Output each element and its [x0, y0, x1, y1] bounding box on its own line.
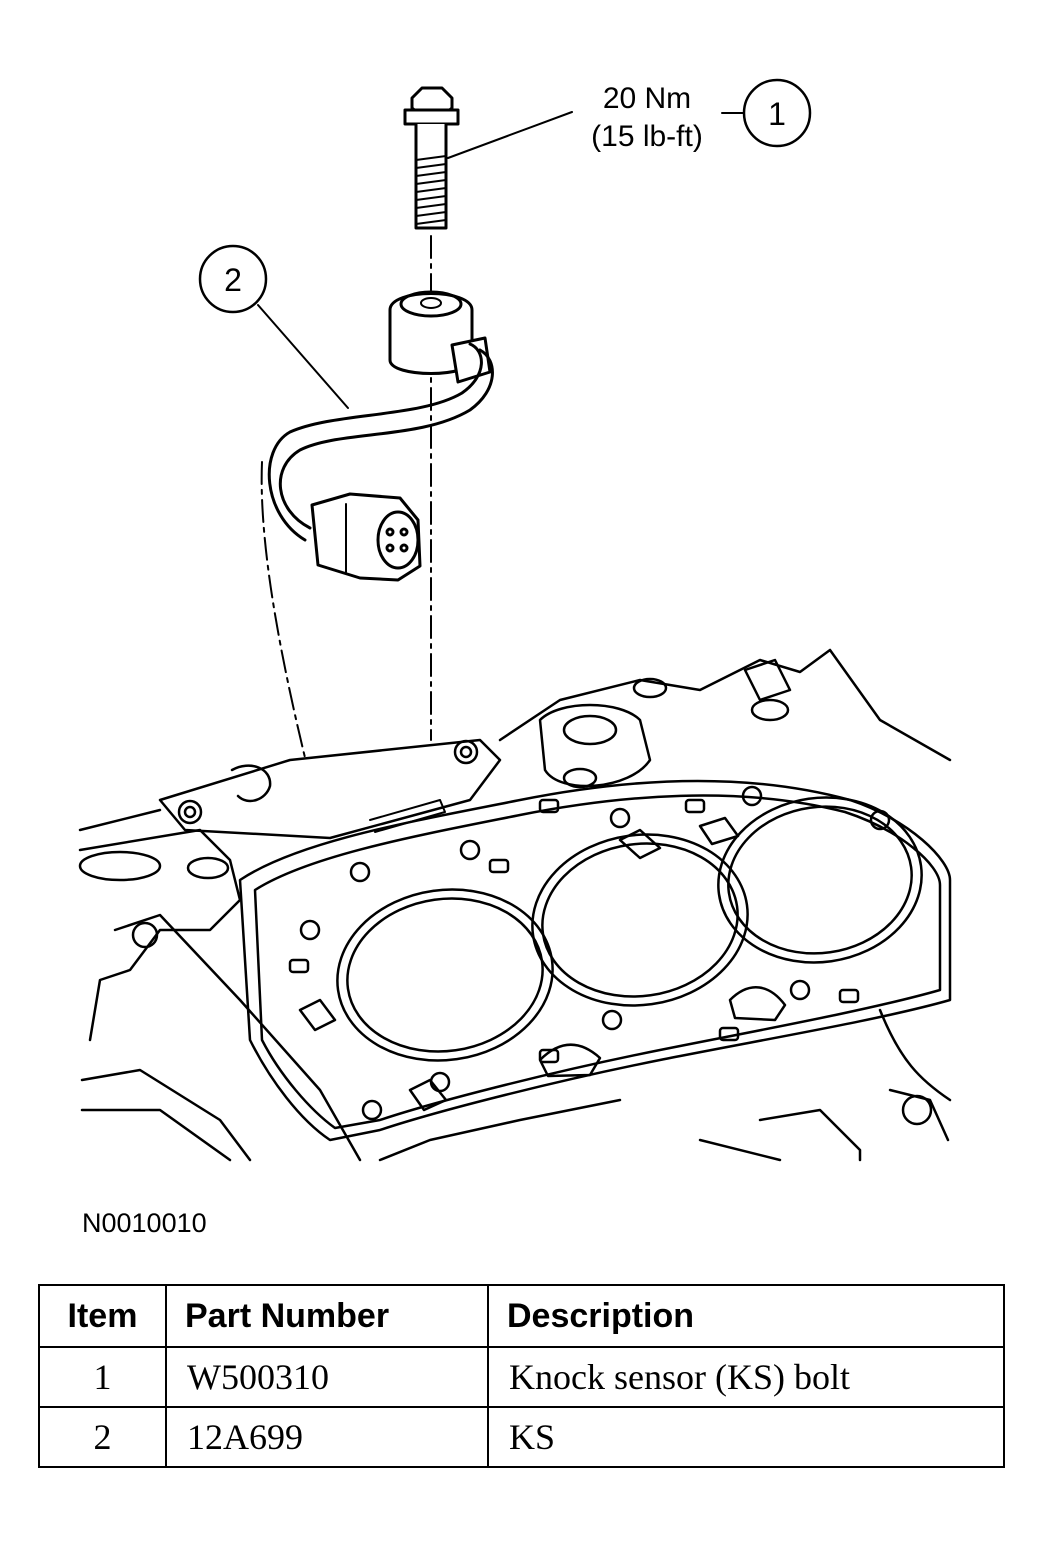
cell-item: 2 [38, 1406, 167, 1468]
balloon-1-number: 1 [768, 96, 786, 132]
header-part-number: Part Number [165, 1284, 489, 1348]
cell-description: Knock sensor (KS) bolt [487, 1346, 1005, 1408]
cylinder-block [78, 648, 952, 1162]
table-row: 1 W500310 Knock sensor (KS) bolt [38, 1346, 1005, 1408]
torque-lbft-label: (15 lb-ft) [591, 120, 703, 153]
knock-sensor-illustration: 20 Nm (15 lb-ft) 1 2 [78, 78, 952, 1162]
item-balloon-2: 2 [198, 244, 268, 314]
header-description: Description [487, 1284, 1005, 1348]
balloon-2-leader [257, 304, 349, 409]
item-balloon-1: 1 [742, 78, 812, 148]
balloon-2-number: 2 [224, 262, 242, 298]
header-item: Item [38, 1284, 167, 1348]
knock-sensor [267, 290, 494, 582]
cell-part-number: 12A699 [165, 1406, 489, 1468]
torque-leader-line [447, 111, 573, 159]
table-header-row: Item Part Number Description [38, 1284, 1005, 1348]
parts-table: Item Part Number Description 1 W500310 K… [38, 1284, 1005, 1468]
torque-nm-label: 20 Nm [603, 82, 691, 115]
figure-code: N0010010 [82, 1208, 207, 1238]
cell-description: KS [487, 1406, 1005, 1468]
cell-part-number: W500310 [165, 1346, 489, 1408]
knock-sensor-bolt [403, 86, 460, 230]
cell-item: 1 [38, 1346, 167, 1408]
table-row: 2 12A699 KS [38, 1406, 1005, 1468]
